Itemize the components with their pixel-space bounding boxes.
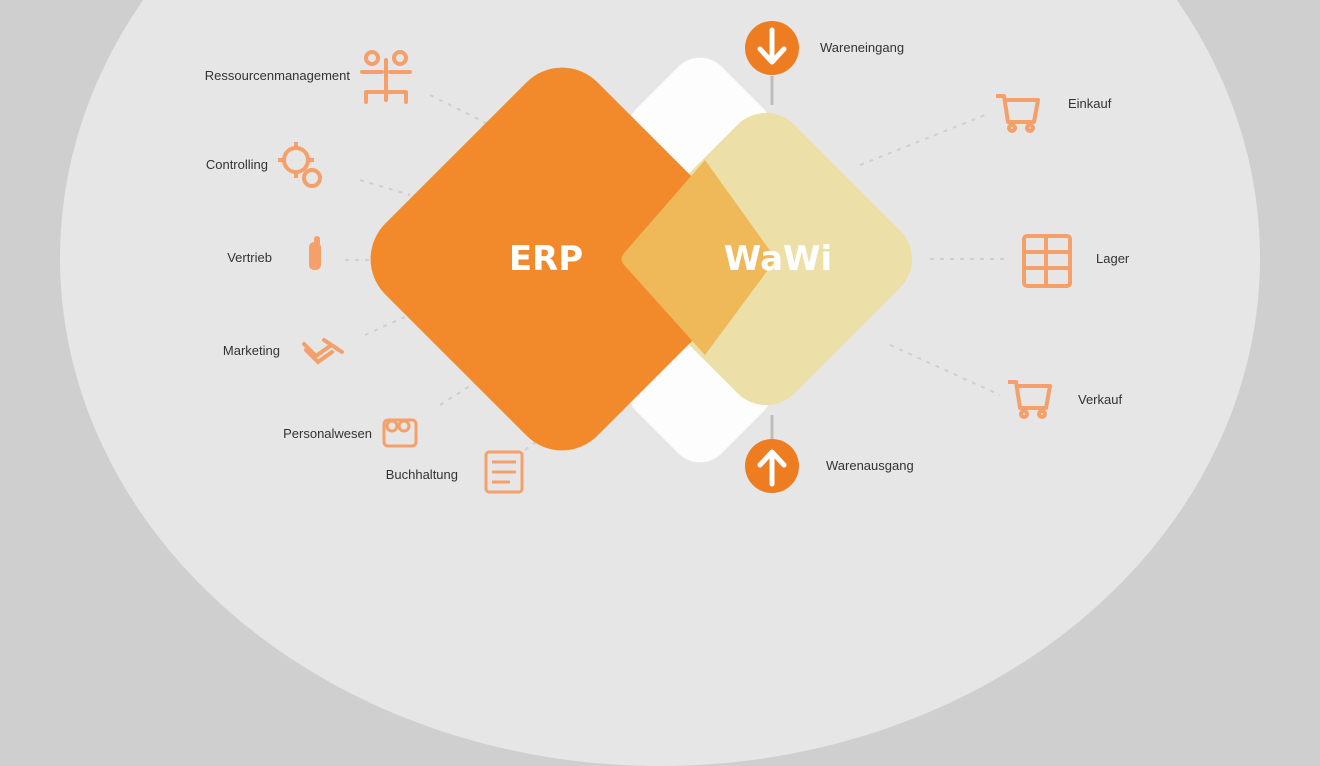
- hand-icon: [309, 236, 321, 270]
- cart-icon: [996, 94, 1040, 133]
- connector-line: [359, 179, 411, 196]
- label-einkauf: Einkauf: [1068, 96, 1112, 111]
- erp-wawi-diagram: ERP WaWi: [60, 0, 1260, 766]
- label-warenausgang: Warenausgang: [826, 458, 914, 473]
- label-lager: Lager: [1096, 251, 1130, 266]
- label-vertrieb: Vertrieb: [227, 250, 272, 265]
- label-controlling: Controlling: [205, 157, 268, 172]
- wawi-label: WaWi: [724, 239, 832, 279]
- handshake-icon: [302, 338, 344, 365]
- connector-line: [889, 344, 1001, 396]
- ledger-icon: [484, 450, 524, 494]
- label-verkauf: Verkauf: [1078, 392, 1123, 407]
- diagram-canvas: ERP WaWi: [278, 21, 1072, 494]
- arrow-up-circle-icon: [745, 439, 799, 493]
- gear-icon: [278, 142, 322, 188]
- erp-label: ERP: [509, 239, 583, 279]
- label-buchhaltung: Buchhaltung: [385, 467, 458, 482]
- connector-line: [859, 114, 986, 166]
- cart-icon: [1008, 380, 1052, 419]
- label-wareneingang: Wareneingang: [820, 40, 905, 55]
- people-network-icon: [360, 50, 412, 104]
- arrow-down-circle-icon: [745, 21, 799, 75]
- label-marketing: Marketing: [222, 343, 280, 358]
- connector-line: [439, 369, 496, 406]
- overlap-region: [621, 160, 776, 355]
- erp-diamond: [370, 67, 754, 451]
- label-personalwesen: Personalwesen: [283, 426, 372, 441]
- team-icon: [382, 418, 418, 448]
- label-ressourcenmanagement: Ressourcenmanagement: [204, 68, 350, 83]
- connector-line: [429, 94, 501, 131]
- shelf-icon: [1022, 234, 1072, 288]
